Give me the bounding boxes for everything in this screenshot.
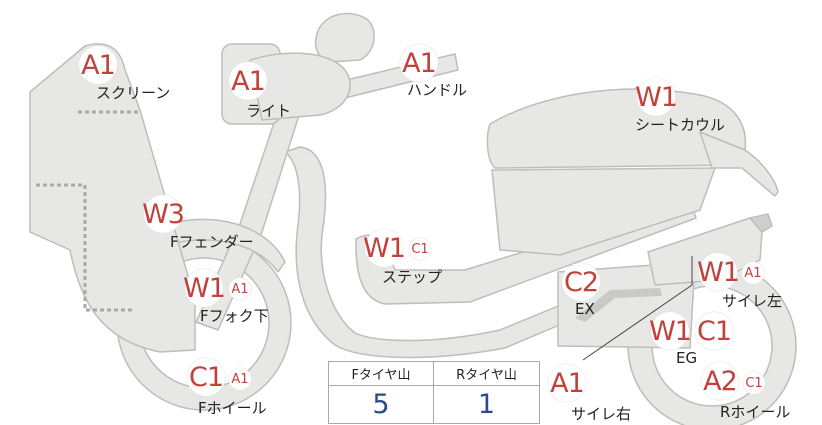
tail-cowl-shape <box>699 131 779 197</box>
front-fender-label: Fフェンダー <box>170 233 254 251</box>
seat-shape <box>486 88 747 169</box>
rear-wheel-code-badge-c: C1 <box>743 372 765 394</box>
step-code-badge-w: W1 <box>363 229 406 267</box>
ex-label: EX <box>575 300 595 318</box>
rear-tire-value: 1 <box>477 389 496 420</box>
steering-head-shape <box>249 52 351 121</box>
rear-tire-header: Rタイヤ山 <box>434 362 539 386</box>
rear-wheel-code-badge-a: A2 <box>701 362 739 400</box>
silencer-right-connector-line <box>582 284 693 361</box>
handle-label: ハンドル <box>407 81 468 99</box>
front-fork-lower-label: Fフォク下 <box>200 307 269 325</box>
front-wheel-code-badge-c: C1 <box>187 358 225 396</box>
silencer-left-label: サイレ左 <box>722 292 783 310</box>
light-code-badge: A1 <box>229 62 267 100</box>
exhaust-pipe-shape <box>575 288 662 322</box>
silencer-right-code-badge: A1 <box>548 364 586 402</box>
front-shield-shape <box>29 43 196 353</box>
light-label: ライト <box>246 102 292 120</box>
ex-code-badge: C2 <box>562 263 600 301</box>
front-fork-lower-code-badge-w: W1 <box>183 269 226 307</box>
front-wheel-code-badge-a: A1 <box>229 368 251 390</box>
step-label: ステップ <box>382 268 443 286</box>
shield-guide-line-mid <box>36 183 135 312</box>
seat-cowl-label: シートカウル <box>635 116 726 134</box>
rear-wheel-label: Rホイール <box>720 403 791 421</box>
screen-label: スクリーン <box>96 84 171 102</box>
front-fork-lower-code-badge-a: A1 <box>229 278 251 300</box>
eg-label: EG <box>676 349 698 367</box>
silencer-tip-shape <box>749 213 773 233</box>
screen-code-badge: A1 <box>79 46 117 84</box>
silencer-right-label: サイレ右 <box>571 405 632 423</box>
front-fender-code-badge: W3 <box>142 195 185 233</box>
eg-code-badge-c: C1 <box>695 312 733 350</box>
silencer-left-code-badge-w: W1 <box>697 253 740 291</box>
front-tire-header: Fタイヤ山 <box>329 362 434 386</box>
eg-code-badge-w: W1 <box>649 312 692 350</box>
mirror-shape <box>314 12 375 63</box>
front-wheel-label: Fホイール <box>198 399 267 417</box>
rear-body-shape <box>491 167 716 256</box>
front-tire-value: 5 <box>329 386 434 423</box>
silencer-left-code-badge-a: A1 <box>742 262 764 284</box>
tire-tread-table: Fタイヤ山 Rタイヤ山 5 1 <box>328 361 540 424</box>
step-code-badge-c: C1 <box>409 238 431 260</box>
seat-cowl-code-badge: W1 <box>635 78 678 116</box>
handle-code-badge: A1 <box>400 44 438 82</box>
